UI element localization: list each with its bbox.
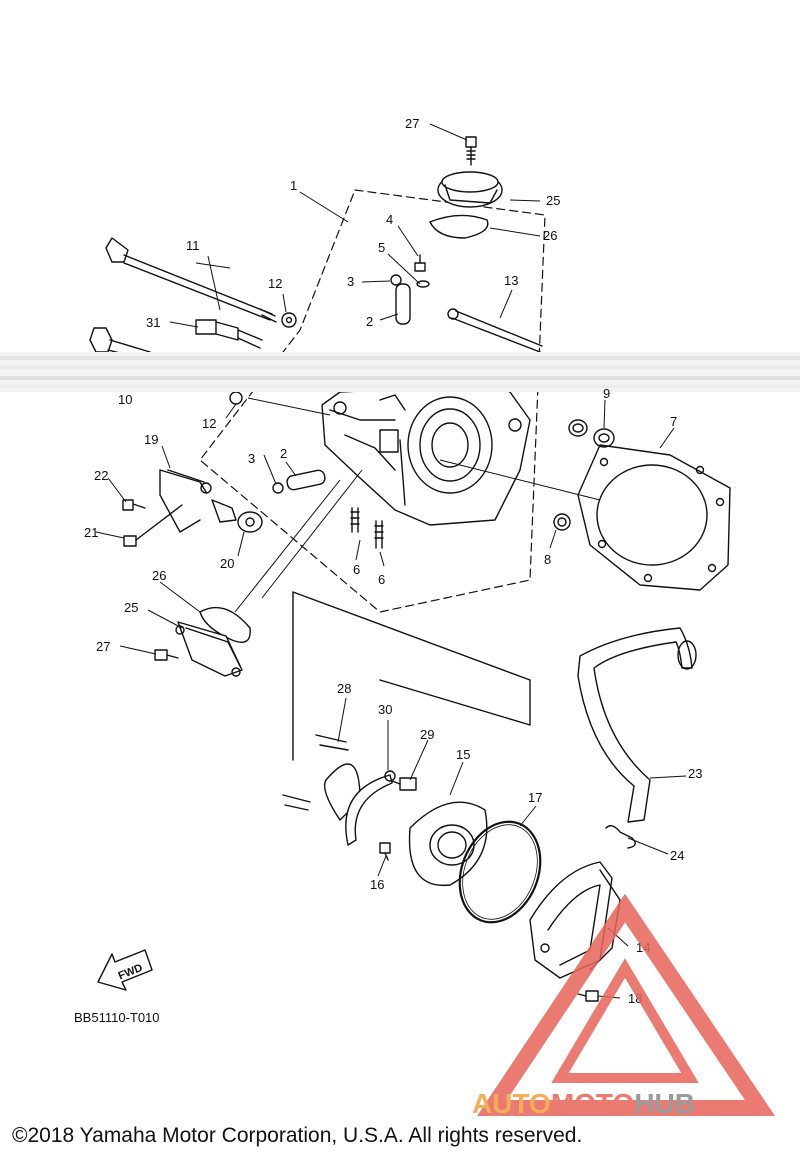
breather-bracket (159, 469, 212, 533)
callout-13: 13 (504, 273, 518, 288)
callout-3-top: 3 (347, 274, 354, 289)
watermark-auto: AUTO (472, 1088, 551, 1119)
callout-30: 30 (378, 702, 392, 717)
ring-5 (416, 280, 430, 288)
callout-15: 15 (456, 747, 470, 762)
gasket-top (429, 214, 489, 239)
washer (281, 312, 297, 328)
bolt-4 (414, 254, 426, 272)
callout-17: 17 (528, 790, 542, 805)
bolt-22 (122, 499, 146, 511)
bracket-30 (345, 770, 396, 846)
valve-guide-top (395, 283, 411, 325)
callout-26-top: 26 (543, 228, 557, 243)
fitting-20 (211, 499, 263, 533)
watermark-moto: MOTO (551, 1088, 634, 1119)
callout-4: 4 (386, 212, 393, 227)
automotohub-watermark: AUTOMOTOHUB (472, 893, 776, 1119)
leader-lines (95, 123, 687, 999)
callout-5: 5 (378, 240, 385, 255)
screw-left (154, 649, 179, 661)
stud-6a (350, 507, 360, 533)
bolt-18 (577, 990, 599, 1002)
cylinder-head-cap-top (437, 171, 503, 208)
callout-9: 9 (603, 386, 610, 401)
callout-25-lower: 25 (124, 600, 138, 615)
callout-10: 10 (118, 392, 132, 407)
intake-flange (408, 801, 488, 887)
assembly-outline-lower (292, 591, 531, 761)
bolt-21 (123, 504, 183, 547)
cylinder-head-gasket (577, 444, 731, 591)
dowel-9b (593, 428, 615, 448)
callout-11: 11 (186, 238, 200, 253)
callout-27-lower: 27 (96, 639, 110, 654)
callout-19: 19 (144, 432, 158, 447)
callout-12-top: 12 (268, 276, 282, 291)
bolt-16 (379, 842, 391, 861)
fwd-arrow-icon (97, 949, 153, 991)
bolt-29 (391, 777, 417, 791)
callout-3-lower: 3 (248, 451, 255, 466)
clip-top (390, 274, 402, 286)
screw-top (465, 136, 477, 166)
copyright-notice: ©2018 Yamaha Motor Corporation, U.S.A. A… (12, 1124, 583, 1147)
scan-noise-band (0, 352, 800, 392)
callout-6a: 6 (353, 562, 360, 577)
bolt-13 (447, 308, 543, 353)
callout-29: 29 (420, 727, 434, 742)
cylinder-head-cap-left (175, 621, 243, 677)
watermark-hub: HUB (634, 1088, 695, 1119)
clip-lower (272, 482, 284, 494)
dowel-8 (553, 513, 571, 531)
cylinder-head-body (321, 379, 531, 526)
hose-clip (605, 825, 636, 849)
svg-text:AUTOMOTOHUB: AUTOMOTOHUB (472, 1088, 695, 1119)
diagram-code: BB51110-T010 (74, 1010, 160, 1025)
callout-7: 7 (670, 414, 677, 429)
o-ring (458, 820, 542, 924)
breather-hose (577, 627, 697, 823)
watermark-triangle-icon (477, 893, 776, 1116)
callout-21: 21 (84, 525, 98, 540)
callout-24: 24 (670, 848, 684, 863)
callout-26-lower: 26 (152, 568, 166, 583)
stud-6b (374, 520, 384, 549)
callout-2-top: 2 (366, 314, 373, 329)
callout-22: 22 (94, 468, 108, 483)
callout-1: 1 (290, 178, 297, 193)
callout-8: 8 (544, 552, 551, 567)
valve-guide-lower (286, 469, 326, 491)
callout-31: 31 (146, 315, 160, 330)
assembly-dashed-outline (199, 189, 546, 613)
callout-12-lower: 12 (202, 416, 216, 431)
stud-bolt-long (105, 237, 277, 323)
callout-6b: 6 (378, 572, 385, 587)
callout-20: 20 (220, 556, 234, 571)
cover-14 (529, 861, 621, 979)
callout-23: 23 (688, 766, 702, 781)
callout-2-lower: 2 (280, 446, 287, 461)
callout-27-top: 27 (405, 116, 419, 131)
callout-25-top: 25 (546, 193, 560, 208)
gasket-left (199, 606, 251, 643)
callout-28: 28 (337, 681, 351, 696)
dowel-9a (568, 419, 588, 437)
callout-16: 16 (370, 877, 384, 892)
spark-plug (195, 319, 263, 349)
callouts: 27 25 26 1 4 5 3 2 11 12 13 31 10 12 9 7… (84, 116, 702, 1006)
washer-lower (229, 391, 243, 405)
